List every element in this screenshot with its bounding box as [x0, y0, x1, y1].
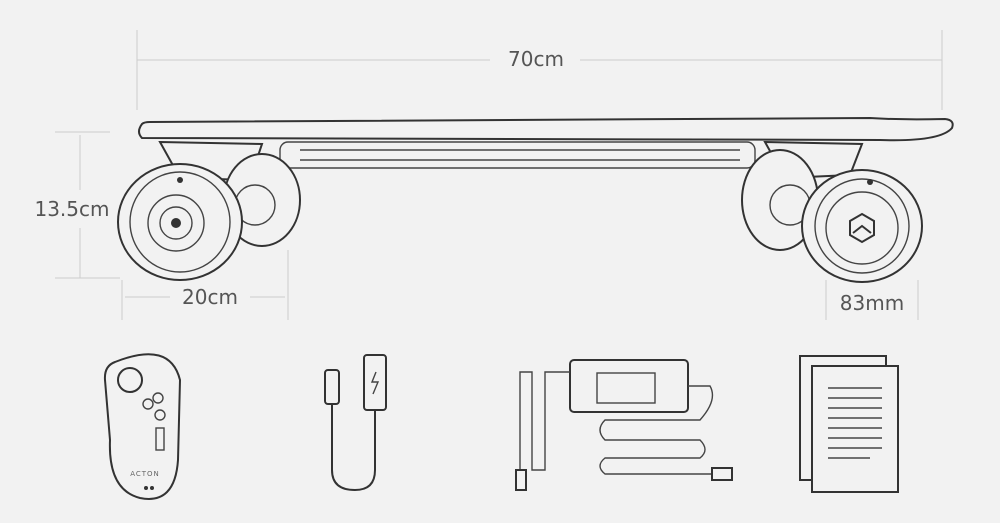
height-guide [55, 131, 120, 279]
hexagon-logo-icon [849, 212, 875, 244]
width-guide [121, 250, 289, 320]
rear-truck [741, 140, 923, 283]
wheel-label: 83mm [840, 291, 904, 315]
charger-icon [515, 359, 733, 491]
length-guide [136, 30, 943, 110]
front-truck [117, 140, 301, 281]
remote-control-icon [103, 353, 182, 500]
length-label: 70cm [508, 47, 564, 71]
manual-icon [799, 355, 899, 493]
height-label: 13.5cm [34, 197, 109, 221]
usb-cable-icon [324, 354, 387, 492]
deck [138, 116, 954, 169]
wheel-guide [825, 280, 919, 320]
remote-brand-mark: ACTON [130, 470, 160, 478]
width-label: 20cm [182, 285, 238, 309]
